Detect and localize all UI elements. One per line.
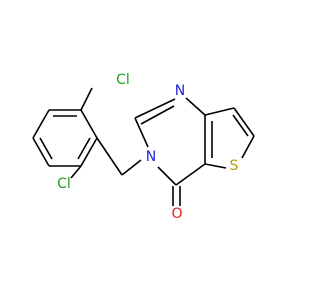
bond xyxy=(121,159,142,176)
chlorine-atom-label: Cl xyxy=(57,176,71,192)
bond xyxy=(32,109,50,139)
bond-double-inner xyxy=(39,137,53,160)
bond-double-inner xyxy=(232,114,249,137)
bond xyxy=(70,165,82,179)
atom-labels: Cl Cl N N S O xyxy=(57,72,238,222)
bond xyxy=(241,135,255,159)
bond xyxy=(96,137,123,176)
bond xyxy=(80,87,93,111)
bond xyxy=(134,98,176,119)
bond xyxy=(175,163,206,186)
chlorine-atom-label: Cl xyxy=(116,72,130,88)
bond xyxy=(204,163,227,169)
oxygen-atom-label: O xyxy=(171,206,182,222)
nitrogen-atom-label: N xyxy=(146,149,156,165)
bonds xyxy=(32,87,255,206)
nitrogen-atom-label: N xyxy=(175,83,185,99)
bond xyxy=(157,166,177,186)
bond xyxy=(134,117,149,148)
bond-double-inner xyxy=(77,137,91,160)
bond xyxy=(185,97,206,116)
bond xyxy=(204,107,235,116)
bond xyxy=(32,137,50,167)
bond xyxy=(80,137,98,167)
sulfur-atom-label: S xyxy=(230,158,239,174)
bond-double-inner xyxy=(140,105,175,125)
bond xyxy=(80,109,98,139)
structure-svg: Cl Cl N N S O xyxy=(32,72,255,222)
bond xyxy=(233,107,255,137)
molecule-diagram: Cl Cl N N S O xyxy=(32,72,255,222)
